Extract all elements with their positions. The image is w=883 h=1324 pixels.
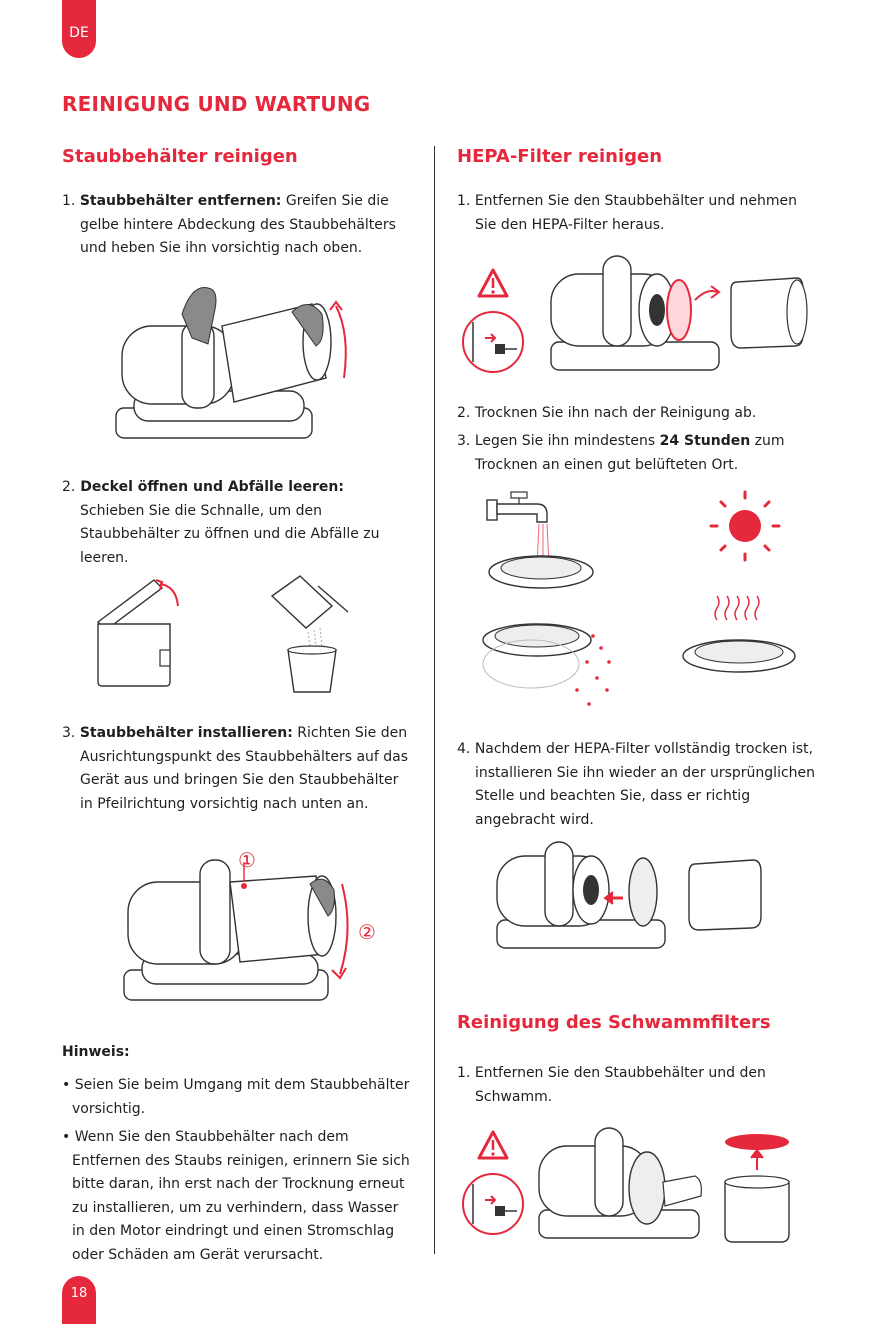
marker-2: ② [358, 920, 376, 944]
section-title-hepa: HEPA-Filter reinigen [457, 146, 663, 167]
illustration-lift-bin [112, 274, 382, 454]
sun-icon [709, 490, 781, 562]
illustration-empty-bin [258, 566, 358, 696]
warning-unplug-group-2 [459, 1126, 529, 1236]
illustration-remove-hepa [547, 254, 817, 384]
language-tab: DE [62, 0, 96, 58]
page-title: REINIGUNG UND WARTUNG [62, 92, 371, 116]
column-divider [434, 146, 435, 1254]
page-number: 18 [70, 1286, 88, 1301]
hepa-step-3: 3. Legen Sie ihn mindestens 24 Stunden z… [457, 433, 785, 473]
illustration-open-lid [90, 566, 190, 690]
warning-icon [477, 1130, 509, 1160]
page-number-tab: 18 [62, 1276, 96, 1324]
language-label: DE [69, 25, 89, 41]
faucet-icon [486, 491, 548, 523]
step-1-remove-bin: 1. Staubbehälter entfernen: Greifen Sie … [62, 193, 396, 256]
note-title: Hinweis: [62, 1044, 130, 1060]
note-bullet-1: • Seien Sie beim Umgang mit dem Staubbeh… [62, 1077, 410, 1117]
sponge-step-1: 1. Entfernen Sie den Staubbehälter und d… [457, 1065, 766, 1105]
hepa-step-4: 4. Nachdem der HEPA-Filter vollständig t… [457, 741, 816, 828]
illustration-install-bin [120, 846, 400, 1012]
warning-unplug-group-1 [459, 264, 529, 374]
hepa-step-2: 2. Trocknen Sie ihn nach der Reinigung a… [457, 405, 757, 421]
marker-1: ① [238, 848, 256, 872]
illustration-remove-sponge [535, 1126, 815, 1248]
illustration-wash-dry-hepa [477, 486, 797, 722]
step-2-open-lid: 2. Deckel öffnen und Abfälle leeren: Sch… [62, 479, 380, 566]
illustration-reinstall-hepa [493, 840, 773, 960]
note-bullet-2: • Wenn Sie den Staubbehälter nach dem En… [62, 1129, 410, 1263]
warning-icon [477, 268, 509, 298]
section-title-dust-bin: Staubbehälter reinigen [62, 146, 298, 167]
heat-waves-icon [714, 595, 760, 621]
step-3-install-bin: 3. Staubbehälter installieren: Richten S… [62, 725, 409, 812]
unplug-icon [462, 311, 524, 373]
hepa-step-1: 1. Entfernen Sie den Staubbehälter und n… [457, 193, 797, 233]
section-title-sponge: Reinigung des Schwammfilters [457, 1012, 771, 1033]
unplug-icon [462, 1173, 524, 1235]
